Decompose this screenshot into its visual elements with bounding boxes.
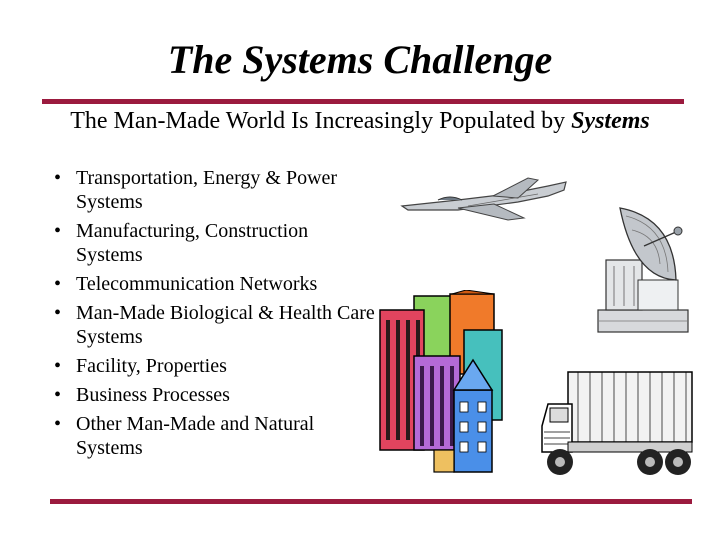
footer-divider: [50, 499, 692, 504]
bullet-item: • Manufacturing, Construction Systems: [48, 219, 378, 267]
bullet-item: • Transportation, Energy & Power Systems: [48, 166, 378, 214]
bullet-text: Telecommunication Networks: [76, 273, 318, 295]
bullet-dot: •: [54, 384, 62, 406]
bullet-item: • Telecommunication Networks: [48, 272, 378, 296]
subtitle-text: The Man-Made World Is Increasingly Popul…: [70, 108, 572, 134]
bullet-text: Facility, Properties: [76, 355, 227, 377]
cargo-truck-image: [541, 371, 693, 475]
bullet-text: Manufacturing, Construction Systems: [76, 220, 309, 266]
bullet-dot: •: [54, 413, 62, 435]
bullet-text: Business Processes: [76, 384, 230, 406]
bullet-item: • Business Processes: [48, 383, 378, 407]
title-divider: [42, 99, 684, 104]
bullet-dot: •: [54, 220, 62, 242]
slide-title: The Systems Challenge: [167, 37, 553, 82]
bullet-text: Transportation, Energy & Power Systems: [76, 167, 338, 213]
bullet-dot: •: [54, 273, 62, 295]
jet-aircraft-image: [400, 177, 567, 221]
bullet-item: • Man-Made Biological & Health Care Syste…: [48, 301, 378, 349]
bullet-item: • Facility, Properties: [48, 354, 378, 378]
bullet-text: Other Man-Made and Natural Systems: [76, 413, 315, 459]
slide-subtitle: The Man-Made World Is Increasingly Popul…: [0, 108, 720, 135]
satellite-dish-image: [597, 207, 689, 333]
city-buildings-image: [379, 290, 503, 473]
bullet-dot: •: [54, 302, 62, 324]
subtitle-emphasis: Systems: [571, 108, 650, 134]
bullet-list: •Transportation, Energy & Power Systems …: [48, 166, 378, 465]
bullet-item: • Other Man-Made and Natural Systems: [48, 412, 378, 460]
bullet-text: Man-Made Biological & Health Care System…: [76, 302, 375, 348]
bullet-dot: •: [54, 355, 62, 377]
bullet-dot: •: [54, 167, 62, 189]
